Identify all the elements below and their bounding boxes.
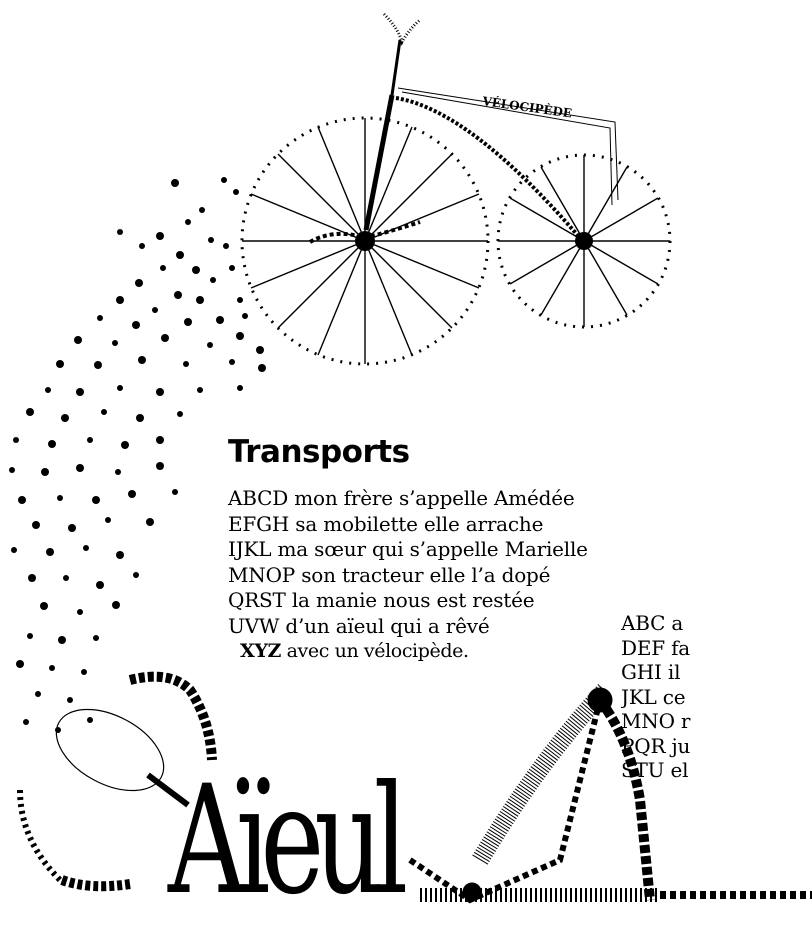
figure-heel (462, 882, 482, 902)
poem-block: Transports ABCD mon frère s’appelle Améd… (228, 432, 588, 665)
figure-knee (587, 687, 613, 713)
mudguard-inner (401, 91, 613, 206)
line-text: mon frère s’appelle Amédée (288, 486, 575, 510)
poem2-lines: ABC a DEF fa GHI il JKL ce MNO r PQR ju … (621, 611, 812, 783)
figure-arm (128, 671, 217, 761)
figure-wrist (146, 772, 190, 808)
figure-thigh (472, 683, 612, 865)
line-head: UVW (228, 613, 280, 638)
poem2-line: GHI il (621, 660, 681, 684)
line-head: EFGH (228, 511, 290, 536)
line-head: MNOP (228, 562, 296, 587)
rear-wheel-spokes (498, 155, 670, 327)
aieul-word: Aïeul (168, 754, 408, 928)
pedals (309, 220, 421, 244)
rear-hub (575, 232, 593, 250)
poem2-line: MNO r (621, 709, 691, 733)
figure-leg (408, 699, 603, 904)
poem-line: XYZ avec un vélocipède. (228, 639, 588, 665)
poem-line: EFGH sa mobilette elle arrache (228, 512, 588, 538)
handlebar (382, 12, 421, 46)
line-text: son tracteur elle l’a dopé (295, 562, 551, 587)
fork (363, 94, 395, 231)
line-head: ABCD (228, 486, 289, 510)
line-text: avec un vélocipède. (280, 640, 469, 662)
line-text: la manie nous est restée (285, 588, 535, 612)
poem2-line: PQR ju (621, 733, 691, 758)
line-text: d’un aïeul qui a rêvé (279, 613, 490, 638)
poem2-line: DEF fa (621, 635, 690, 660)
poem-line: UVW d’un aïeul qui a rêvé (228, 614, 588, 640)
dot-trail (9, 177, 266, 733)
poem-line: IJKL ma sœur qui s’appelle Marielle (228, 537, 588, 563)
poem2-line: ABC a (621, 611, 684, 635)
bicycle (240, 12, 672, 366)
poem-line: MNOP son tracteur elle l’a dopé (228, 563, 588, 589)
figure-illustration (17, 671, 812, 904)
figure-hand (17, 789, 63, 883)
poem2-line: STU el (621, 758, 689, 782)
poem2-block: ABC a DEF fa GHI il JKL ce MNO r PQR ju … (621, 611, 812, 783)
line-head: XYZ (240, 640, 281, 662)
poem-line: ABCD mon frère s’appelle Amédée (228, 486, 588, 512)
line-text: ma sœur qui s’appelle Marielle (271, 537, 589, 561)
bicycle-label: VÉLOCIPÈDE (481, 93, 573, 121)
mudguard (397, 87, 619, 201)
line-text: sa mobilette elle arrache (289, 511, 544, 536)
stem (390, 39, 402, 96)
poem-line: QRST la manie nous est restée (228, 588, 588, 614)
poem-lines: ABCD mon frère s’appelle Amédée EFGH sa … (228, 486, 588, 665)
poem-title: Transports (228, 434, 410, 470)
poem2-line: JKL ce (621, 684, 686, 709)
line-head: QRST (228, 588, 286, 612)
line-head: IJKL (228, 537, 272, 561)
figure-head (55, 708, 165, 792)
figure-shoulder (60, 875, 131, 892)
